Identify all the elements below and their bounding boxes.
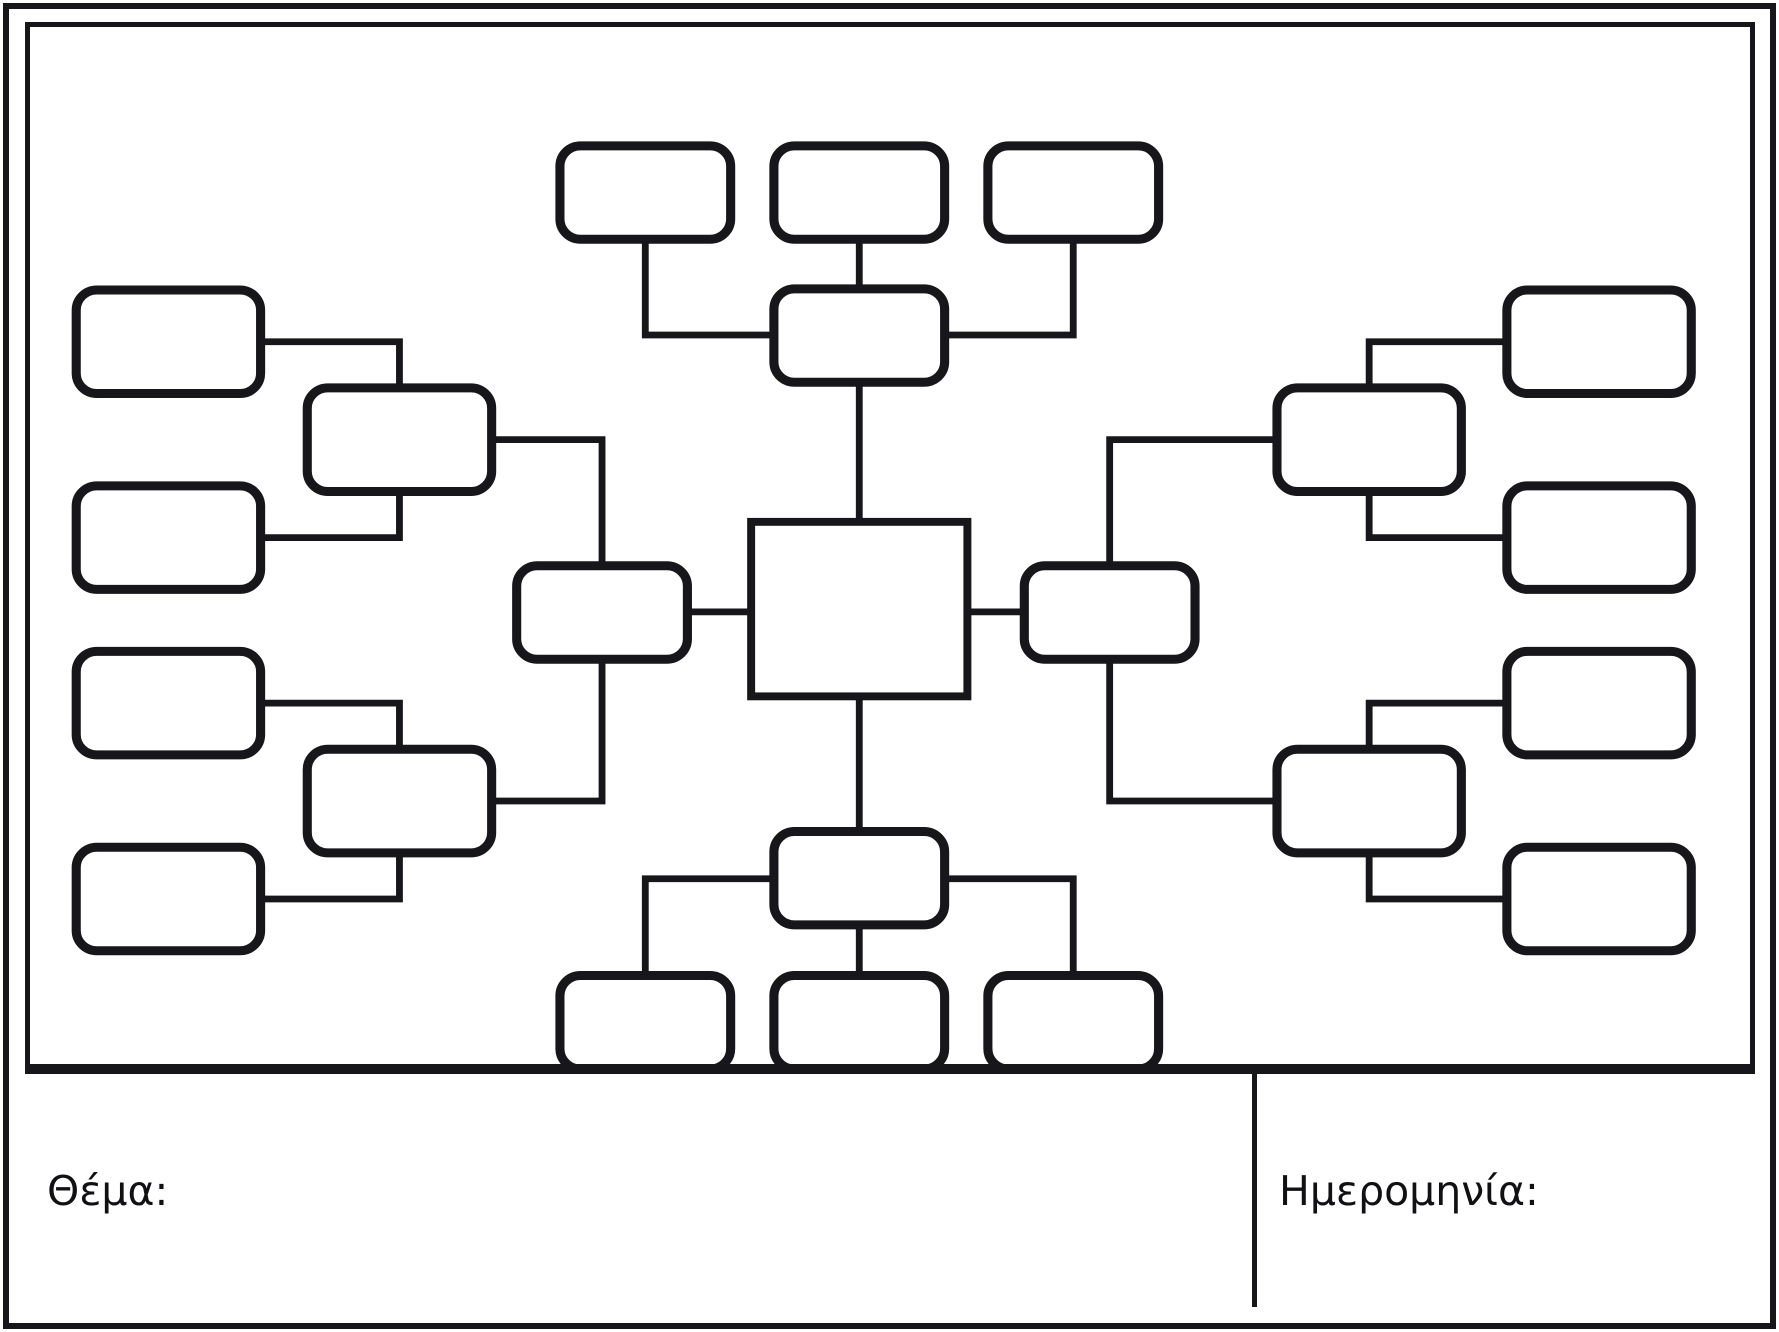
node-leaf-bottom-3[interactable] xyxy=(983,971,1164,1069)
node-leaf-bottom-2[interactable] xyxy=(769,971,950,1069)
connector-branch-lower-right-to-leaf-right-4 xyxy=(1365,852,1507,903)
connectors-layer xyxy=(260,239,1507,976)
node-branch-upper-right[interactable] xyxy=(1272,383,1466,496)
node-hub-top[interactable] xyxy=(769,284,950,387)
node-leaf-left-1[interactable] xyxy=(71,285,266,399)
connector-hub-bottom-to-leaf-bottom-1 xyxy=(641,875,774,976)
concept-map-diagram xyxy=(71,141,1696,1069)
node-leaf-left-2[interactable] xyxy=(71,481,266,594)
node-leaf-left-3[interactable] xyxy=(71,646,266,760)
diagram-canvas-border xyxy=(25,22,1755,1069)
connector-branch-upper-left-to-leaf-left-2 xyxy=(260,491,403,541)
connector-branch-upper-left-to-leaf-left-1 xyxy=(260,338,403,388)
node-leaf-right-1[interactable] xyxy=(1502,285,1696,399)
node-leaf-left-4[interactable] xyxy=(71,842,266,956)
connector-branch-lower-left-to-leaf-left-4 xyxy=(260,852,403,903)
node-leaf-right-4[interactable] xyxy=(1502,842,1696,956)
node-branch-lower-right[interactable] xyxy=(1272,744,1466,858)
node-leaf-top-2[interactable] xyxy=(769,141,950,244)
connector-hub-right-to-branch-lower-right xyxy=(1106,659,1277,805)
topic-label: Θέμα: xyxy=(47,1166,169,1215)
node-leaf-top-1[interactable] xyxy=(555,141,736,244)
worksheet-footer: Θέμα: Ημερομηνία: xyxy=(25,1069,1755,1307)
node-leaf-right-2[interactable] xyxy=(1502,481,1696,594)
date-field[interactable]: Ημερομηνία: xyxy=(1257,1069,1755,1307)
nodes-layer xyxy=(71,141,1696,1069)
connector-hub-top-to-leaf-top-3 xyxy=(944,239,1077,339)
connector-hub-left-to-branch-upper-left xyxy=(491,436,606,566)
connector-hub-bottom-to-leaf-bottom-3 xyxy=(944,875,1077,976)
node-hub-right[interactable] xyxy=(1019,561,1200,664)
date-label: Ημερομηνία: xyxy=(1279,1166,1539,1215)
connector-hub-top-to-leaf-top-1 xyxy=(641,239,774,339)
topic-field[interactable]: Θέμα: xyxy=(25,1069,1257,1307)
outer-page-border xyxy=(3,3,1776,1329)
connector-hub-right-to-branch-upper-right xyxy=(1106,436,1277,566)
node-leaf-top-3[interactable] xyxy=(983,141,1164,244)
node-center[interactable] xyxy=(747,517,972,701)
connector-branch-upper-right-to-leaf-right-2 xyxy=(1365,491,1507,541)
connector-branch-lower-left-to-leaf-left-3 xyxy=(260,699,403,750)
node-leaf-right-3[interactable] xyxy=(1502,646,1696,760)
node-hub-left[interactable] xyxy=(512,561,692,664)
connector-branch-lower-right-to-leaf-right-3 xyxy=(1365,699,1507,750)
node-leaf-bottom-1[interactable] xyxy=(555,971,736,1069)
node-hub-bottom[interactable] xyxy=(769,826,950,930)
connector-branch-upper-right-to-leaf-right-1 xyxy=(1365,338,1507,388)
connector-hub-left-to-branch-lower-left xyxy=(491,659,606,805)
node-branch-upper-left[interactable] xyxy=(302,383,497,496)
node-branch-lower-left[interactable] xyxy=(302,744,497,858)
